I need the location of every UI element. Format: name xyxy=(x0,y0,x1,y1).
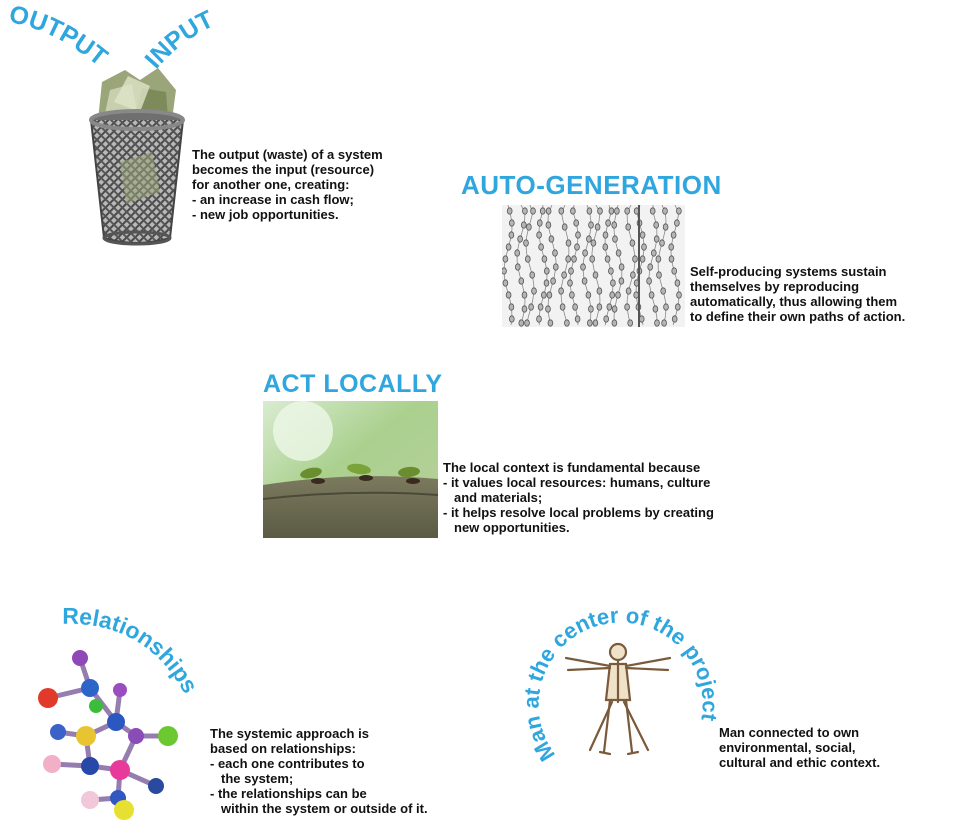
description-line: - an increase in cash flow; xyxy=(192,192,354,207)
description-line: Self-producing systems sustain xyxy=(690,264,887,279)
description-line: within the system or outside of it. xyxy=(221,801,428,816)
description-line: - it helps resolve local problems by cre… xyxy=(443,505,714,520)
description-line: the system; xyxy=(221,771,294,786)
description-line: automatically, thus allowing them xyxy=(690,294,898,309)
description-line: The output (waste) of a system xyxy=(192,147,383,162)
description-line: and materials; xyxy=(454,490,543,505)
description-line: - each one contributes to xyxy=(210,756,365,771)
description-line: Man connected to own xyxy=(719,725,860,740)
output-input-description: The output (waste) of a system becomes t… xyxy=(192,147,383,222)
description-line: to define their own paths of action. xyxy=(690,309,906,324)
description-line: cultural and ethic context. xyxy=(719,755,881,770)
molecule-network-illustration xyxy=(38,650,178,820)
water-droplets-image xyxy=(502,205,685,327)
description-line: themselves by reproducing xyxy=(690,279,860,294)
description-line: - new job opportunities. xyxy=(192,207,339,222)
act-locally-title: ACT LOCALLY xyxy=(263,370,443,398)
description-line: The local context is fundamental because xyxy=(443,460,701,475)
description-line: for another one, creating: xyxy=(192,177,350,192)
description-line: The systemic approach is xyxy=(210,726,369,741)
wastebasket-money-illustration xyxy=(89,68,185,246)
description-line: - the relationships can be xyxy=(210,786,367,801)
relationships-description: The systemic approach is based on relati… xyxy=(210,726,428,816)
description-line: new opportunities. xyxy=(454,520,570,535)
output-input-arc-heading: OUTPUT INPUT xyxy=(7,0,218,74)
vitruvian-man-illustration xyxy=(564,642,672,756)
description-line: based on relationships: xyxy=(210,741,356,756)
auto-generation-description: Self-producing systems sustain themselve… xyxy=(690,264,905,324)
description-line: becomes the input (resource) xyxy=(192,162,375,177)
act-locally-description: The local context is fundamental because… xyxy=(443,460,714,535)
leafcutter-ants-image xyxy=(263,401,438,538)
auto-generation-title: AUTO-GENERATION xyxy=(461,170,722,200)
man-center-description: Man connected to own environmental, soci… xyxy=(719,725,880,770)
description-line: - it values local resources: humans, cul… xyxy=(443,475,711,490)
description-line: environmental, social, xyxy=(719,740,856,755)
output-label: OUTPUT xyxy=(7,0,113,71)
